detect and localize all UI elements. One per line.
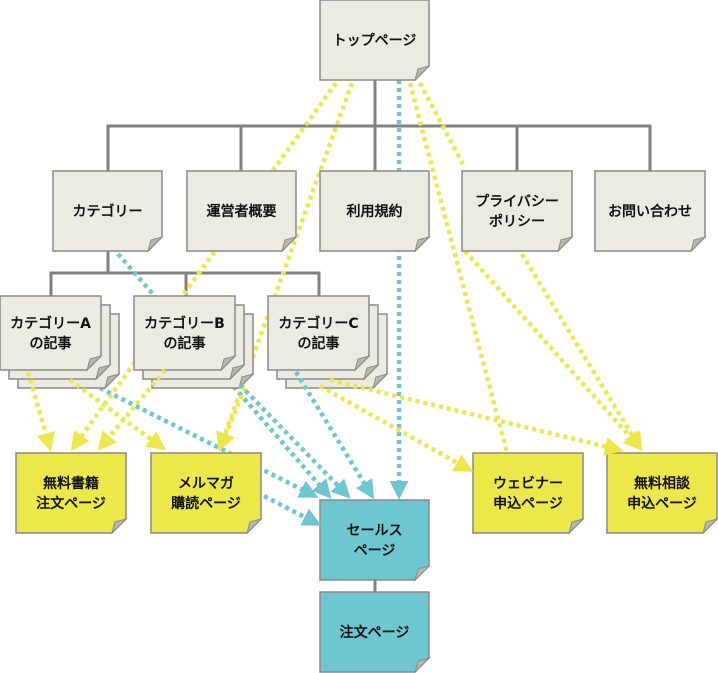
node-label: ページ: [354, 543, 396, 559]
node-label: トップページ: [333, 33, 417, 49]
node-label: お問い合わせ: [608, 203, 692, 220]
tree-edge-category-artC: [186, 271, 321, 296]
node-label: カテゴリーC: [278, 315, 358, 332]
node-shape: [267, 295, 370, 371]
node-label: 購読ページ: [170, 495, 241, 512]
node-label: 無料相談: [634, 475, 691, 492]
folded-corner-icon: [557, 236, 574, 253]
node-label: の記事: [30, 335, 72, 352]
node-label: 利用規約: [347, 203, 403, 220]
node-label: 申込ページ: [627, 495, 697, 512]
node-artC[interactable]: カテゴリーC の記事: [267, 295, 389, 390]
folded-corner-icon: [414, 565, 431, 582]
tree-edge-top-contact: [517, 124, 652, 171]
node-order[interactable]: 注文ページ: [319, 591, 431, 673]
link-top-to-consult-cont: [463, 249, 643, 451]
folded-corner-icon: [372, 373, 389, 390]
node-label: カテゴリーB: [144, 315, 225, 332]
folded-corner-icon: [104, 373, 121, 390]
link-top-to-consult: [418, 81, 467, 170]
link-artA-to-freebook: [25, 371, 55, 452]
folded-corner-icon: [414, 657, 431, 673]
folded-corner-icon: [414, 65, 431, 82]
tree-edge-category-artA: [49, 251, 110, 296]
folded-corner-icon: [354, 355, 371, 372]
node-shape: [0, 295, 102, 371]
link-artB-to-freebook: [97, 368, 167, 451]
node-shape: [150, 452, 262, 534]
node-label: ポリシー: [489, 213, 545, 230]
folded-corner-icon: [568, 518, 585, 535]
link-artA-to-mailmag: [68, 378, 167, 451]
folded-corner-icon: [281, 236, 298, 253]
node-top[interactable]: トップページ: [319, 0, 431, 82]
node-label: プライバシー: [475, 194, 559, 210]
node-artB[interactable]: カテゴリーB の記事: [133, 295, 255, 390]
links-behind: [70, 80, 643, 500]
node-label: 運営者概要: [207, 203, 277, 220]
node-label: の記事: [298, 335, 340, 352]
node-shape: [133, 295, 236, 371]
node-shape: [472, 452, 584, 534]
node-label: の記事: [164, 335, 206, 352]
node-artA[interactable]: カテゴリーA の記事: [0, 295, 121, 390]
node-label: 注文ページ: [340, 624, 410, 641]
node-label: メルマガ: [178, 476, 234, 492]
link-artB-to-mailmag: [217, 387, 248, 452]
folded-corner-icon: [220, 355, 237, 372]
node-shape: [461, 170, 573, 252]
link-privacy-to-consult: [520, 252, 642, 452]
folded-corner-icon: [95, 364, 112, 381]
link-artC-to-consult: [329, 377, 624, 456]
folded-corner-icon: [414, 236, 431, 253]
folded-corner-icon: [147, 236, 164, 253]
folded-corner-icon: [111, 518, 128, 535]
node-label: 申込ページ: [493, 495, 563, 512]
link-top-to-freebook: [70, 81, 338, 452]
node-contact[interactable]: お問い合わせ: [594, 170, 707, 253]
node-label: ウェビナー: [493, 476, 563, 492]
node-label: 注文ページ: [36, 495, 106, 512]
link-artC-to-webinar: [318, 384, 474, 472]
node-label: 無料書籍: [43, 475, 99, 492]
folded-corner-icon: [363, 364, 380, 381]
folded-corner-icon: [690, 236, 707, 253]
folded-corner-icon: [246, 518, 263, 535]
node-terms[interactable]: 利用規約: [319, 170, 431, 253]
node-label: カテゴリーA: [10, 315, 91, 332]
folded-corner-icon: [86, 355, 103, 372]
node-category[interactable]: カテゴリー: [52, 170, 164, 253]
node-operator[interactable]: 運営者概要: [186, 170, 298, 253]
node-label: セールス: [347, 523, 403, 539]
link-artB-to-sales: [238, 383, 351, 499]
node-shape: [319, 499, 430, 581]
links-front: [25, 81, 642, 526]
node-shape: [15, 452, 127, 534]
node-label: カテゴリー: [73, 203, 143, 220]
link-mailmag-to-sales: [262, 494, 322, 526]
link-artA-to-sales: [98, 385, 319, 499]
folded-corner-icon: [229, 364, 246, 381]
link-top-to-webinar: [407, 82, 518, 476]
folded-corner-icon: [702, 518, 718, 535]
link-artC-to-sales: [294, 370, 374, 500]
node-shape: [606, 452, 718, 534]
